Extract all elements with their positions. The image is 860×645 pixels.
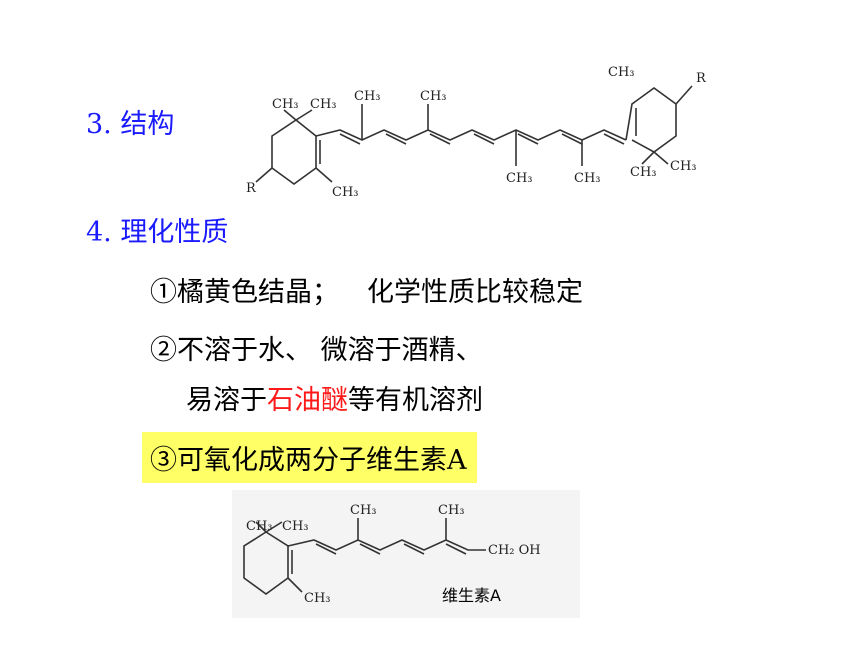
property-item-1-b: 化学性质比较稳定 — [367, 277, 583, 308]
property-item-2-line-2: 易溶于石油醚等有机溶剂 — [186, 378, 483, 417]
ch3-label: CH₃ — [272, 97, 299, 112]
vitamin-a-panel: CH₃ CH₃ CH₃ CH₃ CH₃ CH₂ OH 维生素A — [232, 490, 580, 618]
solvent-text: 等有机溶剂 — [348, 385, 483, 416]
ch3-label: CH₃ — [310, 97, 337, 112]
property-item-1-a: ①橘黄色结晶； — [150, 277, 339, 308]
vitamin-a-label: 维生素A — [442, 586, 501, 605]
structure-heading: 3. 结构 — [86, 109, 175, 140]
ch3-label: CH₃ — [246, 519, 273, 534]
solubility-text: 易溶于 — [186, 385, 267, 416]
ch3-label: CH₃ — [304, 591, 331, 606]
ch3-label: CH₃ — [332, 185, 359, 200]
properties-heading: 4. 理化性质 — [86, 217, 229, 248]
ch2oh-label: CH₂ OH — [488, 543, 541, 558]
ch3-label: CH₃ — [420, 89, 447, 104]
beta-carotene-structure: CH₃ CH₃ R CH₃ CH₃ CH₃ CH₃ CH₃ CH₃ R CH₃ … — [246, 65, 707, 200]
ch3-label: CH₃ — [630, 165, 657, 180]
property-item-3: ③可氧化成两分子维生素A — [142, 432, 477, 483]
ch3-label: CH₃ — [574, 171, 601, 186]
r-label: R — [246, 181, 257, 196]
petroleum-ether-text: 石油醚 — [267, 385, 348, 416]
ch3-label: CH₃ — [506, 171, 533, 186]
ch3-label: CH₃ — [350, 503, 377, 518]
vitamin-a-structure: CH₃ CH₃ CH₃ CH₃ CH₃ CH₂ OH — [243, 503, 541, 606]
ch3-label: CH₃ — [354, 89, 381, 104]
ch3-label: CH₃ — [670, 159, 697, 174]
property-item-1: ①橘黄色结晶； 化学性质比较稳定 — [150, 270, 583, 309]
property-item-2-line-1: ②不溶于水、 微溶于酒精、 — [150, 335, 483, 366]
ch3-label: CH₃ — [282, 519, 309, 534]
ch3-label: CH₃ — [608, 65, 635, 80]
ch3-label: CH₃ — [438, 503, 465, 518]
r-label: R — [696, 71, 707, 86]
